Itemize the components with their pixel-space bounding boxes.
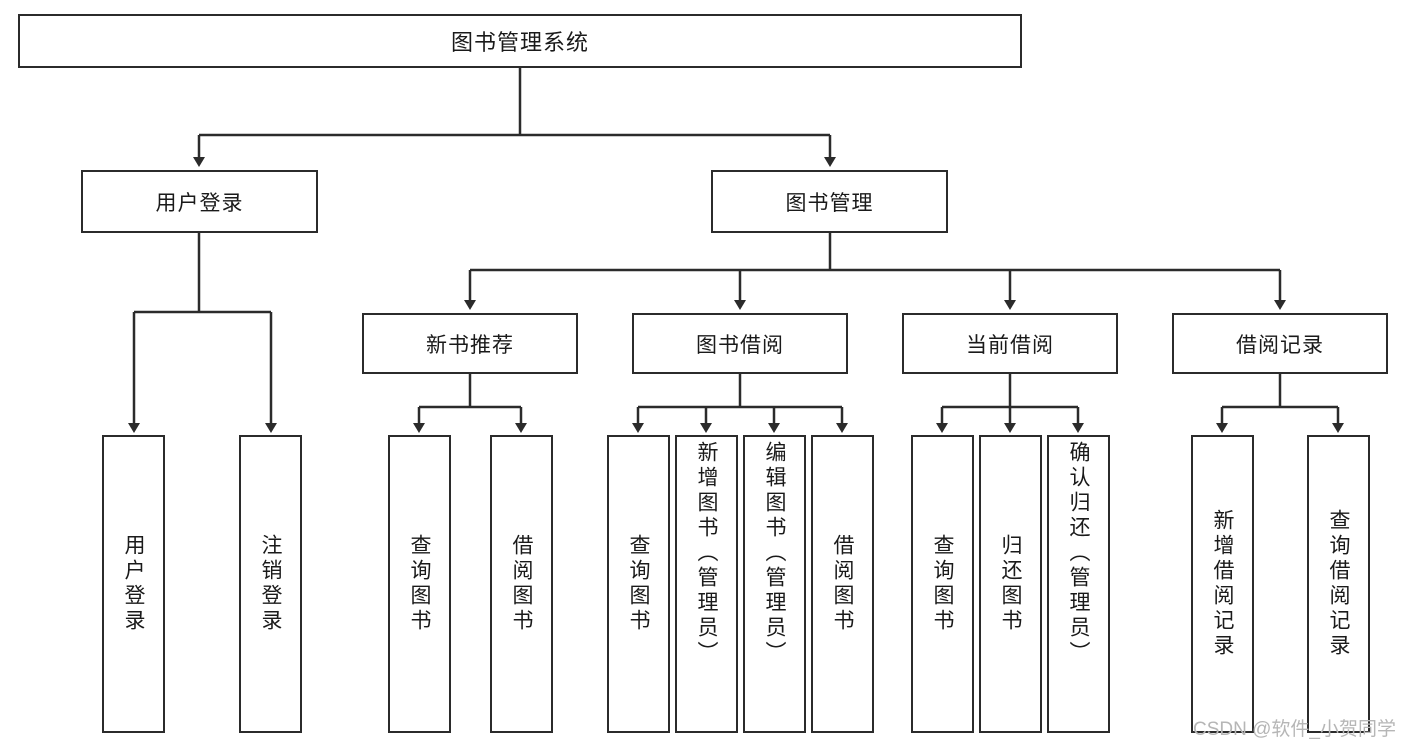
node-book-management[interactable]: 图书管理 xyxy=(711,170,948,233)
node-new-book-recommend[interactable]: 新书推荐 xyxy=(362,313,578,374)
node-user-login[interactable]: 用户登录 xyxy=(81,170,318,233)
node-label: 当前借阅 xyxy=(966,333,1054,357)
node-borrow-record[interactable]: 借阅记录 xyxy=(1172,313,1388,374)
node-label: 注销登录 xyxy=(259,534,282,634)
vertical-text-wrap: 新增图书（管理员） xyxy=(695,437,718,731)
leaf-query-book-borrow[interactable]: 查询图书 xyxy=(607,435,670,733)
node-current-borrow[interactable]: 当前借阅 xyxy=(902,313,1118,374)
node-label: 图书管理 xyxy=(785,191,874,215)
leaf-logout-login[interactable]: 注销登录 xyxy=(239,435,302,733)
vertical-text-wrap: 用户登录 xyxy=(122,437,145,731)
node-label: 借阅图书 xyxy=(831,534,854,634)
vertical-text-wrap: 编辑图书（管理员） xyxy=(763,437,786,731)
node-label: 用户登录 xyxy=(155,191,244,215)
node-label: 图书借阅 xyxy=(696,333,784,357)
vertical-text-wrap: 确认归还（管理员） xyxy=(1067,437,1090,731)
leaf-query-book-recommend[interactable]: 查询图书 xyxy=(388,435,451,733)
node-label: 借阅图书 xyxy=(510,534,533,634)
node-label: 新增图书（管理员） xyxy=(695,441,718,666)
watermark-text: CSDN @软件_小贺同学 xyxy=(1193,719,1396,740)
leaf-user-login[interactable]: 用户登录 xyxy=(102,435,165,733)
vertical-text-wrap: 注销登录 xyxy=(259,437,282,731)
leaf-add-borrow-record[interactable]: 新增借阅记录 xyxy=(1191,435,1254,733)
vertical-text-wrap: 归还图书 xyxy=(999,437,1022,731)
leaf-borrow-book[interactable]: 借阅图书 xyxy=(811,435,874,733)
node-label: 查询图书 xyxy=(931,534,954,634)
vertical-text-wrap: 借阅图书 xyxy=(831,437,854,731)
node-label: 查询图书 xyxy=(627,534,650,634)
vertical-text-wrap: 查询借阅记录 xyxy=(1327,437,1350,731)
vertical-text-wrap: 查询图书 xyxy=(408,437,431,731)
node-label: 查询借阅记录 xyxy=(1327,509,1350,659)
leaf-borrow-book-recommend[interactable]: 借阅图书 xyxy=(490,435,553,733)
node-label: 用户登录 xyxy=(122,534,145,634)
node-label: 新增借阅记录 xyxy=(1211,509,1234,659)
node-label: 编辑图书（管理员） xyxy=(763,441,786,666)
node-label: 图书管理系统 xyxy=(450,30,589,55)
leaf-edit-book-admin[interactable]: 编辑图书（管理员） xyxy=(743,435,806,733)
leaf-confirm-return-admin[interactable]: 确认归还（管理员） xyxy=(1047,435,1110,733)
node-label: 借阅记录 xyxy=(1236,333,1324,357)
leaf-query-book-current[interactable]: 查询图书 xyxy=(911,435,974,733)
vertical-text-wrap: 查询图书 xyxy=(627,437,650,731)
leaf-query-borrow-record[interactable]: 查询借阅记录 xyxy=(1307,435,1370,733)
node-root-system[interactable]: 图书管理系统 xyxy=(18,14,1022,68)
node-label: 确认归还（管理员） xyxy=(1067,441,1090,666)
leaf-add-book-admin[interactable]: 新增图书（管理员） xyxy=(675,435,738,733)
node-label: 查询图书 xyxy=(408,534,431,634)
vertical-text-wrap: 借阅图书 xyxy=(510,437,533,731)
leaf-return-book[interactable]: 归还图书 xyxy=(979,435,1042,733)
vertical-text-wrap: 查询图书 xyxy=(931,437,954,731)
node-label: 新书推荐 xyxy=(426,333,514,357)
vertical-text-wrap: 新增借阅记录 xyxy=(1211,437,1234,731)
node-book-borrow[interactable]: 图书借阅 xyxy=(632,313,848,374)
node-label: 归还图书 xyxy=(999,534,1022,634)
